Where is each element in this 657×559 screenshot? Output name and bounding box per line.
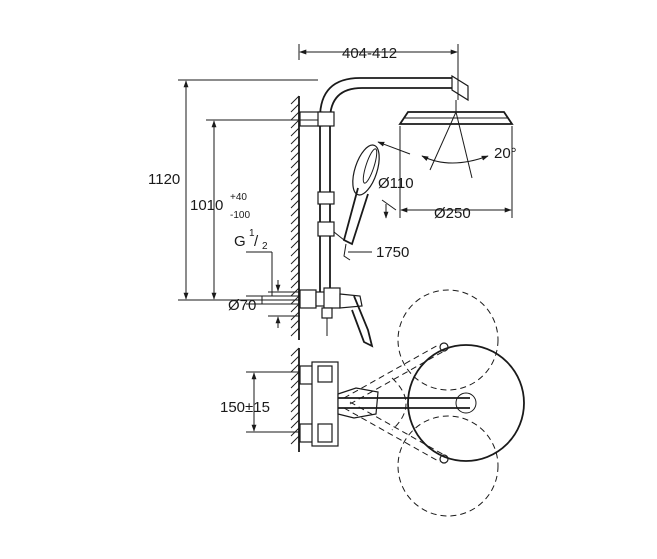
label-thread: G 1 / 2 — [234, 228, 268, 252]
wall-hatch-line — [290, 151, 300, 161]
wall-hatch-line — [290, 231, 300, 241]
wall-hatch-line — [290, 191, 300, 201]
side-elevation-view — [290, 74, 514, 348]
wall-hatch-line — [290, 303, 300, 313]
wall-hatch-line — [290, 199, 300, 209]
wall-hatch-line — [290, 167, 300, 177]
wall-hatch-line — [290, 119, 300, 129]
hand-shower — [342, 144, 380, 261]
label-hand-shower-dia: Ø110 — [378, 175, 414, 192]
label-hose-length: 1750 — [376, 244, 409, 261]
wall-lower — [290, 347, 300, 452]
wall-hatch-line — [290, 159, 300, 169]
wall-upper — [290, 95, 300, 340]
mixer-body-plan — [299, 361, 470, 447]
diverter-mixer-side — [299, 287, 374, 348]
wall-hatch-line — [290, 379, 300, 389]
wall-hatch-line — [290, 395, 300, 405]
head-plan-circle — [407, 344, 525, 462]
wall-hatch-line — [290, 143, 300, 153]
dimension-lines — [178, 44, 513, 433]
label-centres: 150±15 — [220, 399, 270, 416]
wall-hatch-line — [290, 411, 300, 421]
dimension-labels: 404-412 1120 1010 +40 -100 G 1 / 2 Ø70 2… — [148, 45, 517, 416]
svg-text:-100: -100 — [230, 210, 250, 221]
label-arm-reach: 404-412 — [342, 45, 397, 62]
wall-hatch-line — [290, 435, 300, 445]
riser-and-arm — [299, 74, 469, 300]
svg-text:1: 1 — [249, 228, 255, 239]
wall-hatch-line — [290, 255, 300, 265]
plan-view — [290, 289, 525, 517]
svg-text:/: / — [254, 233, 259, 250]
wall-hatch-line — [290, 371, 300, 381]
svg-text:2: 2 — [262, 241, 268, 252]
wall-hatch-line — [290, 403, 300, 413]
wall-hatch-line — [290, 363, 300, 373]
label-total-height: 1120 — [148, 171, 180, 188]
wall-hatch-line — [290, 263, 300, 273]
wall-hatch-line — [290, 215, 300, 225]
wall-hatch-line — [290, 387, 300, 397]
wall-hatch-line — [290, 319, 300, 329]
wall-hatch-line — [290, 355, 300, 365]
label-rail-height: 1010 +40 -100 — [190, 192, 250, 221]
wall-hatch-line — [290, 347, 300, 357]
wall-hatch-line — [290, 103, 300, 113]
svg-text:+40: +40 — [230, 192, 247, 203]
label-head-dia: Ø250 — [434, 205, 471, 222]
wall-hatch-line — [290, 419, 300, 429]
label-rosette: Ø70 — [228, 297, 256, 314]
wall-hatch-line — [290, 223, 300, 233]
overhead-shower-head — [398, 100, 514, 125]
wall-hatch-line — [290, 239, 300, 249]
svg-text:G: G — [234, 233, 246, 250]
rotation-envelopes — [343, 289, 499, 517]
wall-hatch-line — [290, 111, 300, 121]
wall-hatch-line — [290, 175, 300, 185]
wall-hatch-line — [290, 247, 300, 257]
wall-hatch-line — [290, 183, 300, 193]
wall-hatch-line — [290, 95, 300, 105]
wall-hatch-line — [290, 127, 300, 137]
wall-hatch-line — [290, 135, 300, 145]
wall-hatch-line — [290, 327, 300, 337]
wall-hatch-line — [290, 271, 300, 281]
label-head-angle: 20° — [494, 145, 517, 162]
svg-text:1010: 1010 — [190, 197, 223, 214]
wall-hatch-line — [290, 207, 300, 217]
wall-hatch-line — [290, 279, 300, 289]
